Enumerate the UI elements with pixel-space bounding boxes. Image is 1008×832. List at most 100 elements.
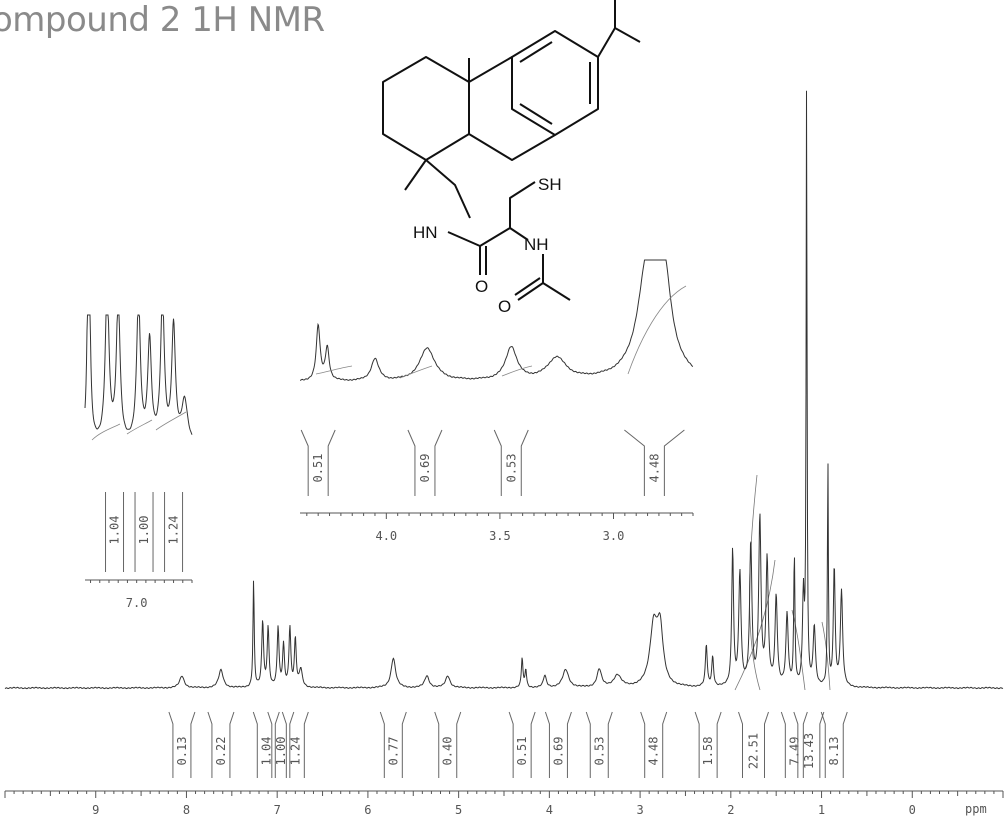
aromatic-ring bbox=[511, 30, 599, 136]
main-integral-label: 7.49 bbox=[787, 737, 801, 766]
main-tick-label: 9 bbox=[92, 803, 99, 817]
x-axis-unit-label: ppm bbox=[965, 802, 987, 816]
integral-curve bbox=[399, 365, 433, 379]
main-integral-label: 1.04 bbox=[259, 737, 273, 766]
integral-curve bbox=[315, 365, 353, 375]
main-integral: 0.53 bbox=[585, 711, 613, 778]
aromatic-double-bond-1 bbox=[519, 41, 553, 63]
acetyl-methyl bbox=[542, 282, 571, 301]
midfield-inset-integral: 0.69 bbox=[407, 429, 443, 496]
midfield-inset-integral-label: 0.51 bbox=[311, 454, 325, 483]
integral-curve bbox=[734, 559, 776, 691]
chemical-structure bbox=[382, 0, 641, 301]
aromatic-inset-ticks: 7.0 bbox=[90, 580, 193, 610]
midfield-inset-integrals: 0.51 0.69 0.53 4.48 bbox=[300, 429, 685, 496]
left-ring bbox=[382, 56, 470, 161]
main-integral: 0.69 bbox=[544, 711, 572, 778]
aromatic-inset-tick-label: 7.0 bbox=[126, 596, 148, 610]
main-tick-label: 0 bbox=[909, 803, 916, 817]
main-integral: 0.22 bbox=[207, 711, 235, 778]
main-integral: 8.13 bbox=[820, 711, 848, 778]
main-integral-label: 1.24 bbox=[288, 737, 302, 766]
main-integral: 13.43 bbox=[793, 711, 825, 778]
midfield-inset-integral: 0.51 bbox=[300, 429, 336, 496]
main-tick-label: 8 bbox=[183, 803, 190, 817]
main-integral: 22.51 bbox=[738, 711, 769, 778]
main-integral-label: 0.53 bbox=[592, 737, 606, 766]
main-integral: 0.40 bbox=[434, 711, 462, 778]
midfield-inset-integral-label: 0.53 bbox=[504, 454, 518, 483]
integral-bracket bbox=[780, 711, 808, 778]
main-integral: 1.04 bbox=[252, 711, 280, 778]
main-tick-label: 3 bbox=[636, 803, 643, 817]
main-integral-label: 22.51 bbox=[747, 733, 761, 769]
integral-bracket bbox=[105, 492, 125, 572]
aromatic-inset-integrals: 1.04 1.00 1.24 bbox=[105, 492, 184, 572]
main-tick-label: 4 bbox=[546, 803, 553, 817]
midfield-inset-tick-label: 3.0 bbox=[603, 529, 625, 543]
integral-bracket bbox=[134, 492, 154, 572]
midfield-inset-tick-label: 4.0 bbox=[375, 529, 397, 543]
main-spectrum-trace bbox=[4, 90, 1004, 690]
midfield-inset-integral-label: 0.69 bbox=[418, 454, 432, 483]
main-tick-label: 5 bbox=[455, 803, 462, 817]
integral-bracket bbox=[252, 711, 280, 778]
main-integral-label: 0.22 bbox=[214, 737, 228, 766]
integral-bracket bbox=[207, 711, 235, 778]
main-integral: 0.13 bbox=[168, 711, 196, 778]
main-integral: 1.58 bbox=[694, 711, 722, 778]
aromatic-inset-integral-curves bbox=[91, 411, 187, 441]
main-integral-label: 13.43 bbox=[802, 733, 816, 769]
integral-bracket bbox=[508, 711, 536, 778]
midfield-inset-integral-curves bbox=[315, 285, 687, 379]
main-integral-label: 0.69 bbox=[551, 737, 565, 766]
methylene-link bbox=[425, 159, 471, 219]
integral-bracket bbox=[434, 711, 462, 778]
main-tick-label: 1 bbox=[818, 803, 825, 817]
main-integral-label: 1.58 bbox=[701, 737, 715, 766]
spectrum-title: ompound 2 1H NMR bbox=[0, 0, 325, 40]
integral-bracket bbox=[585, 711, 613, 778]
midfield-inset-integral: 4.48 bbox=[624, 429, 685, 496]
integral-bracket bbox=[168, 711, 196, 778]
midfield-inset-integral: 0.53 bbox=[493, 429, 529, 496]
main-integral: 1.00 bbox=[267, 711, 295, 778]
aromatic-inset-integral-label: 1.04 bbox=[108, 516, 122, 545]
main-integral-label: 0.13 bbox=[175, 737, 189, 766]
integral-curve bbox=[155, 411, 187, 431]
acetyl-c-o bbox=[517, 282, 544, 301]
main-integral: 1.24 bbox=[281, 711, 309, 778]
aromatic-inset-integral: 1.00 bbox=[134, 492, 154, 572]
aromatic-inset-integral: 1.24 bbox=[164, 492, 184, 572]
integral-bracket bbox=[624, 429, 685, 496]
midfield-inset-integral-label: 4.48 bbox=[647, 454, 661, 483]
main-integral-label: 0.51 bbox=[515, 737, 529, 766]
acetamide-nh-label: NH bbox=[524, 235, 549, 254]
carbonyl-to-alpha bbox=[479, 227, 511, 247]
integral-curve bbox=[126, 419, 153, 435]
aromatic-inset-integral-label: 1.00 bbox=[137, 516, 151, 545]
isopropyl-arm-1 bbox=[597, 27, 641, 58]
main-tick-label: 6 bbox=[364, 803, 371, 817]
main-tick-label: 2 bbox=[727, 803, 734, 817]
integral-bracket bbox=[820, 711, 848, 778]
integral-bracket bbox=[164, 492, 184, 572]
gem-methyl bbox=[404, 159, 427, 191]
nh-to-carbonyl bbox=[447, 231, 481, 247]
alpha-to-nh bbox=[509, 227, 529, 241]
integral-bracket bbox=[640, 711, 668, 778]
main-integral-label: 8.13 bbox=[827, 737, 841, 766]
aromatic-inset-integral-label: 1.24 bbox=[167, 516, 181, 545]
integral-curve bbox=[627, 285, 687, 375]
integral-bracket bbox=[544, 711, 572, 778]
integral-curve bbox=[501, 365, 533, 377]
amide-oxygen-label: O bbox=[475, 277, 488, 296]
main-integral: 0.77 bbox=[379, 711, 407, 778]
integral-bracket bbox=[281, 711, 309, 778]
integral-bracket bbox=[379, 711, 407, 778]
integral-bracket bbox=[738, 711, 769, 778]
